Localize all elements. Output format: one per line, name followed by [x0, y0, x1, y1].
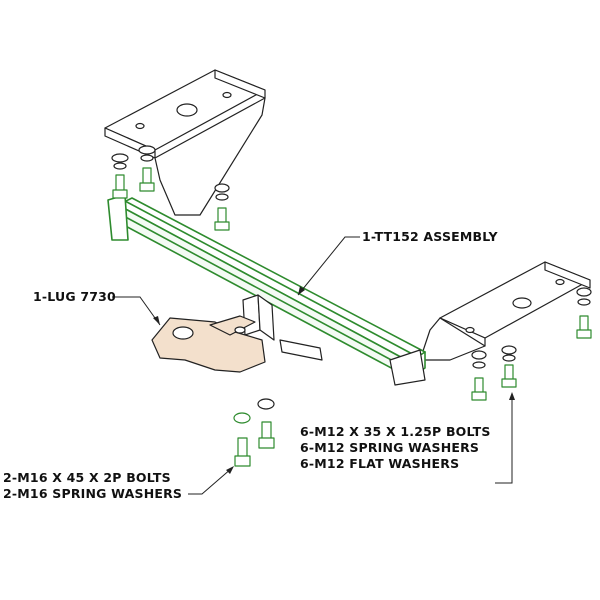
right-bracket	[419, 261, 591, 361]
m16-spring-washers-line: 2-M16 SPRING WASHERS	[3, 486, 183, 501]
crossbar-tube	[107, 194, 426, 379]
m12-spring-washers-line: 6-M12 SPRING WASHERS	[300, 440, 480, 455]
m16-hardware-label: 2-M16 X 45 X 2P BOLTS 2-M16 SPRING WASHE…	[3, 470, 182, 502]
assembly-label: 1-TT152 ASSEMBLY	[362, 229, 498, 244]
bolts	[112, 167, 592, 467]
leader-lines	[112, 236, 513, 495]
receiver	[242, 294, 426, 386]
m12-bolts-line: 6-M12 X 35 X 1.25P BOLTS	[300, 424, 491, 439]
m12-flat-washers-line: 6-M12 FLAT WASHERS	[300, 456, 460, 471]
arrowheads	[153, 286, 515, 474]
washers	[111, 145, 592, 424]
lug-label: 1-LUG 7730	[33, 289, 116, 304]
m12-hardware-label: 6-M12 X 35 X 1.25P BOLTS 6-M12 SPRING WA…	[300, 424, 491, 472]
tow-lug	[151, 315, 266, 373]
m16-bolts-line: 2-M16 X 45 X 2P BOLTS	[3, 470, 171, 485]
left-bracket	[104, 69, 266, 216]
